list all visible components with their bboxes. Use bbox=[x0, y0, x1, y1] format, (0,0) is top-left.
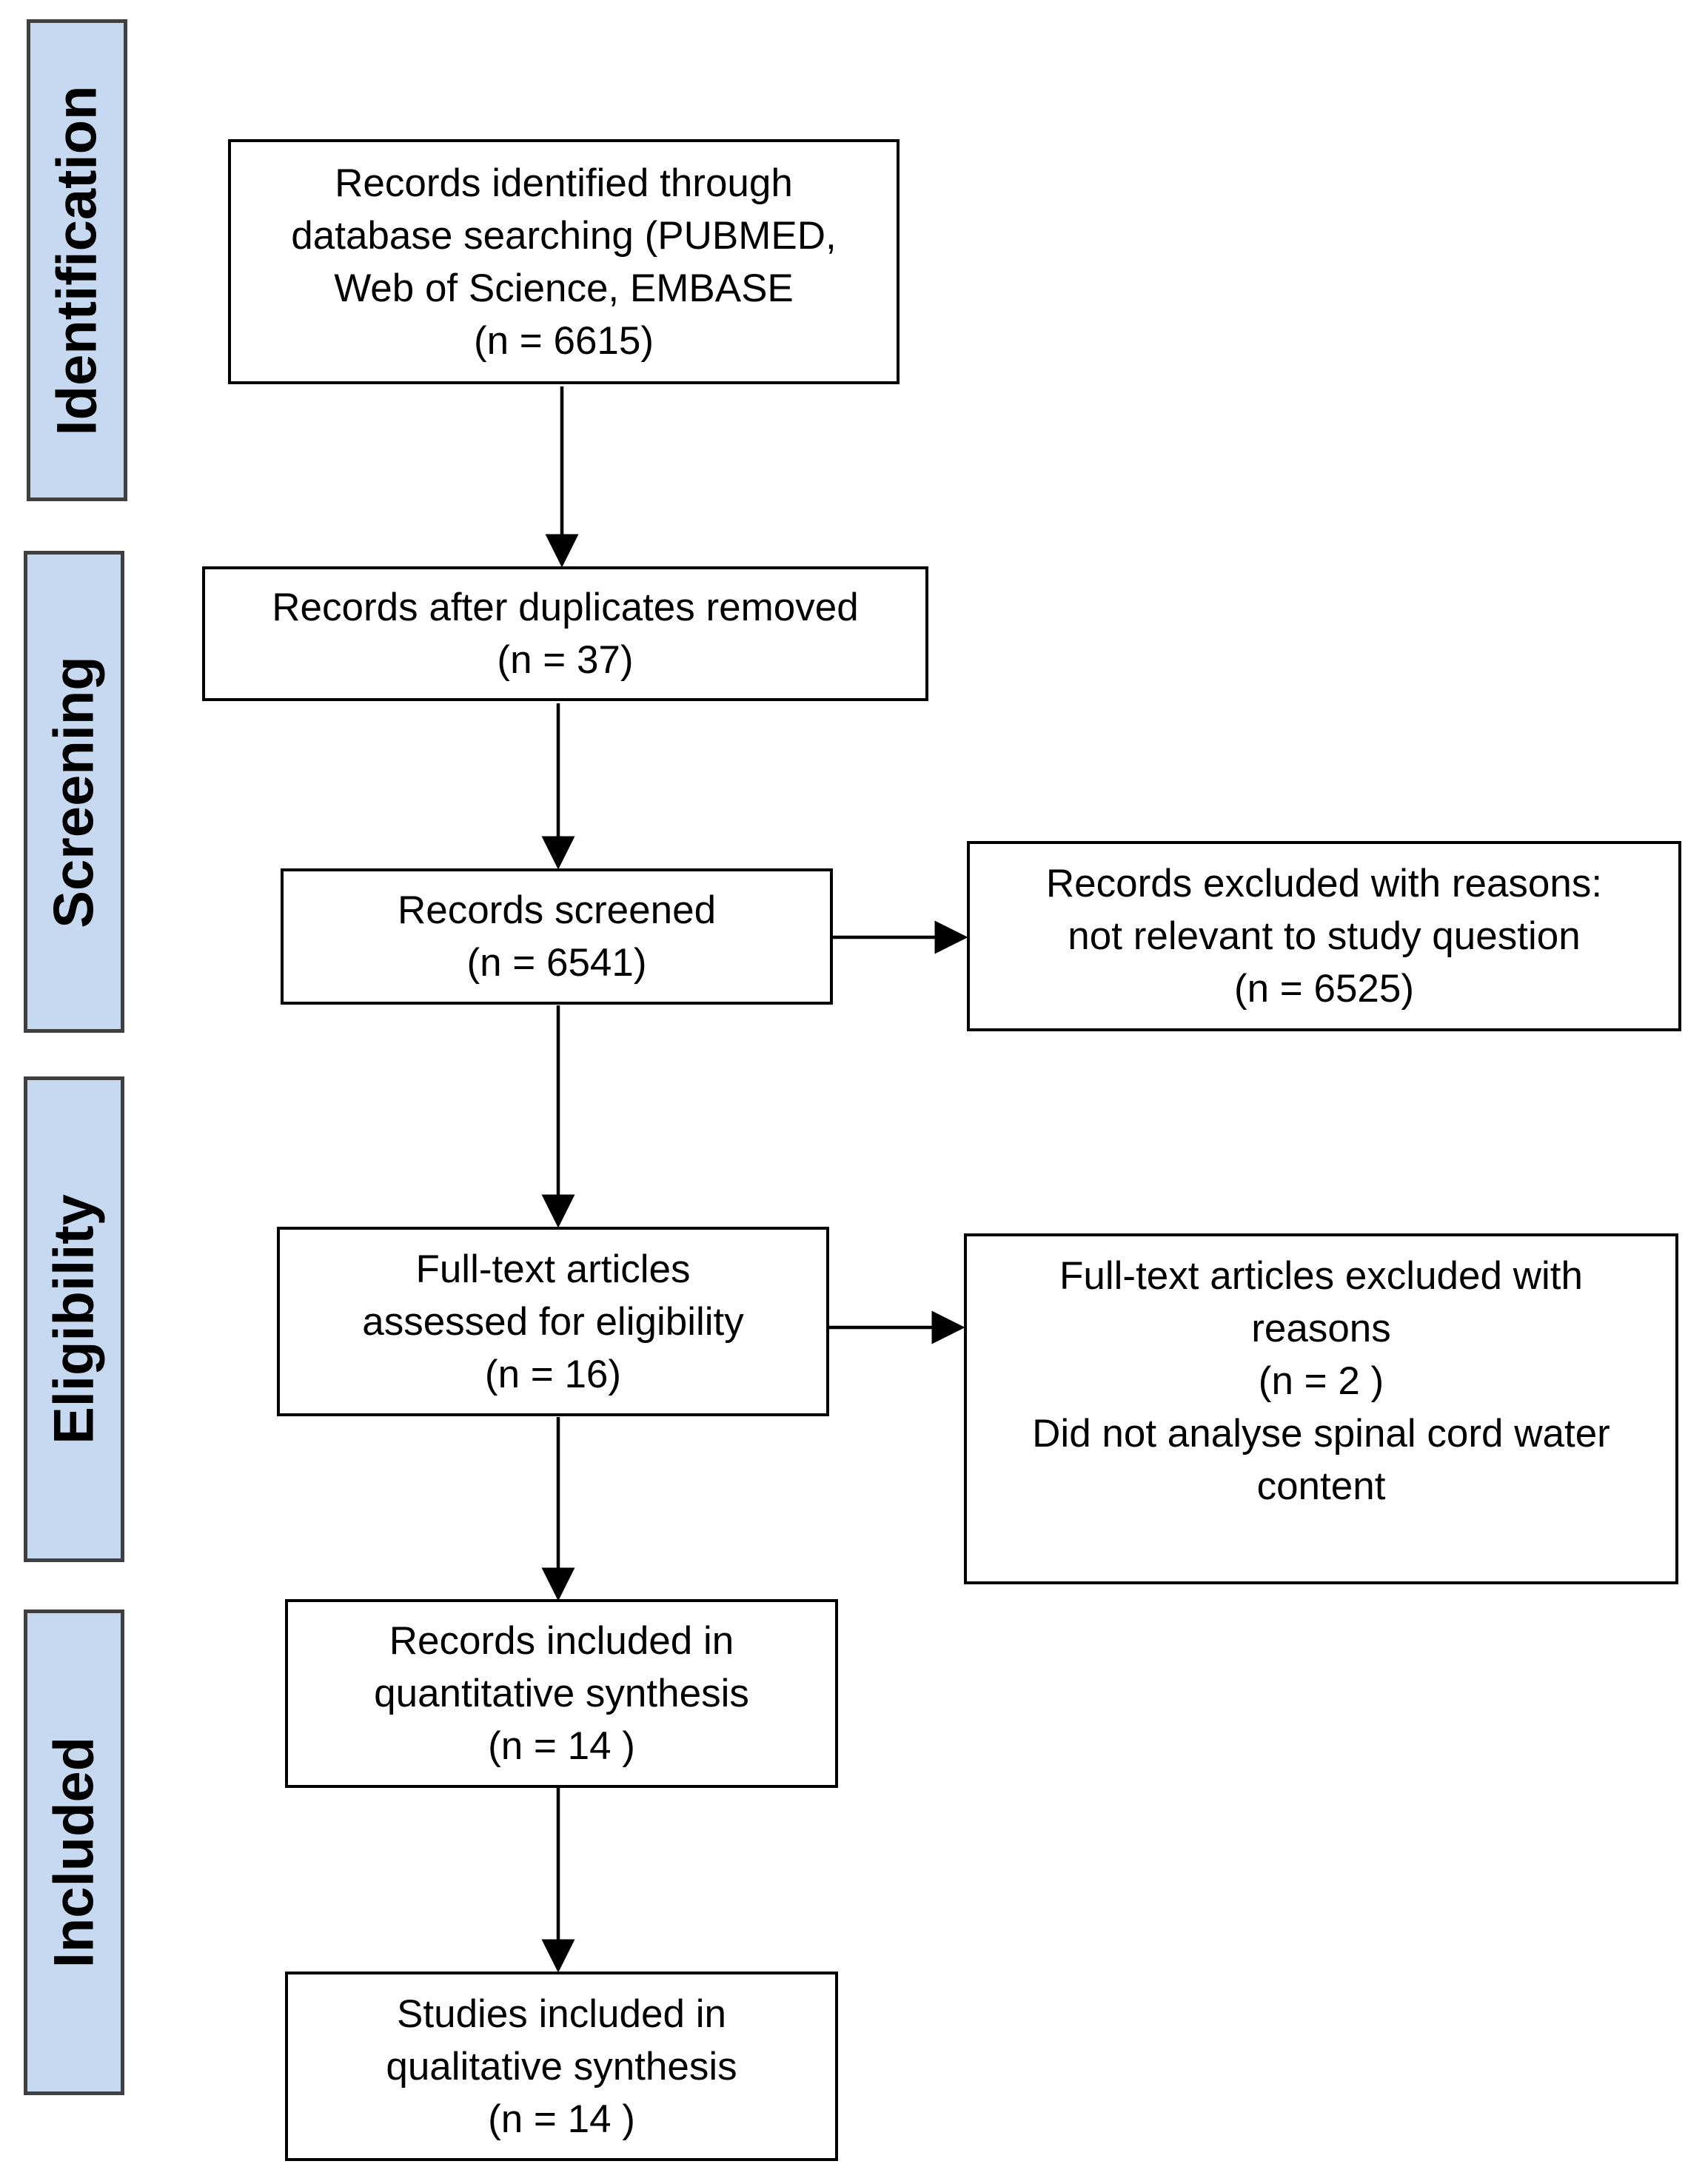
fulltext-excluded-reason-1: Did not analyse spinal cord water bbox=[1032, 1412, 1610, 1456]
records-excluded-line-2: not relevant to study question bbox=[1068, 914, 1581, 958]
stage-screening: Screening bbox=[24, 551, 124, 1033]
fulltext-excluded-count: (n = 2 ) bbox=[1258, 1359, 1384, 1403]
box-records-screened: Records screened (n = 6541) bbox=[281, 868, 833, 1005]
stage-included: Included bbox=[24, 1609, 124, 2095]
box-records-excluded: Records excluded with reasons: not relev… bbox=[967, 841, 1681, 1031]
records-excluded-count: (n = 6525) bbox=[1233, 967, 1415, 1011]
stage-identification: Identification bbox=[27, 19, 127, 501]
stage-eligibility: Eligibility bbox=[24, 1076, 124, 1562]
qualitative-line-2: qualitative synthesis bbox=[386, 2044, 737, 2088]
records-excluded-line-1: Records excluded with reasons: bbox=[1045, 862, 1603, 905]
duplicates-removed-label: Records after duplicates removed bbox=[272, 586, 859, 629]
fulltext-assessed-line-1: Full-text articles bbox=[415, 1247, 691, 1291]
qualitative-line-1: Studies included in bbox=[397, 1992, 726, 2036]
records-identified-count: (n = 6615) bbox=[473, 318, 654, 363]
box-fulltext-assessed: Full-text articles assessed for eligibil… bbox=[277, 1227, 829, 1416]
fulltext-assessed-count: (n = 16) bbox=[484, 1352, 622, 1396]
records-identified-line-3: Web of Science, EMBASE bbox=[334, 266, 794, 310]
box-duplicates-removed: Records after duplicates removed (n = 37… bbox=[202, 566, 928, 701]
records-identified-line-1: Records identified through bbox=[335, 161, 793, 205]
fulltext-excluded-line-1: Full-text articles excluded with bbox=[1059, 1254, 1583, 1298]
duplicates-removed-count: (n = 37) bbox=[497, 638, 634, 682]
quantitative-line-1: Records included in bbox=[389, 1619, 734, 1663]
fulltext-excluded-line-2: reasons bbox=[1251, 1307, 1391, 1350]
box-fulltext-excluded: Full-text articles excluded with reasons… bbox=[964, 1233, 1678, 1584]
records-screened-count: (n = 6541) bbox=[466, 941, 647, 985]
box-qualitative-synthesis: Studies included in qualitative synthesi… bbox=[285, 1972, 838, 2161]
fulltext-excluded-reason-2: content bbox=[1256, 1464, 1386, 1508]
fulltext-assessed-line-2: assessed for eligibility bbox=[362, 1299, 744, 1344]
quantitative-count: (n = 14 ) bbox=[488, 1724, 635, 1768]
box-records-identified: Records identified through database sear… bbox=[228, 139, 900, 384]
quantitative-line-2: quantitative synthesis bbox=[374, 1672, 749, 1715]
records-screened-label: Records screened bbox=[397, 888, 717, 932]
records-identified-line-2: database searching (PUBMED, bbox=[291, 213, 837, 258]
box-quantitative-synthesis: Records included in quantitative synthes… bbox=[285, 1599, 838, 1788]
qualitative-count: (n = 14 ) bbox=[488, 2097, 635, 2141]
